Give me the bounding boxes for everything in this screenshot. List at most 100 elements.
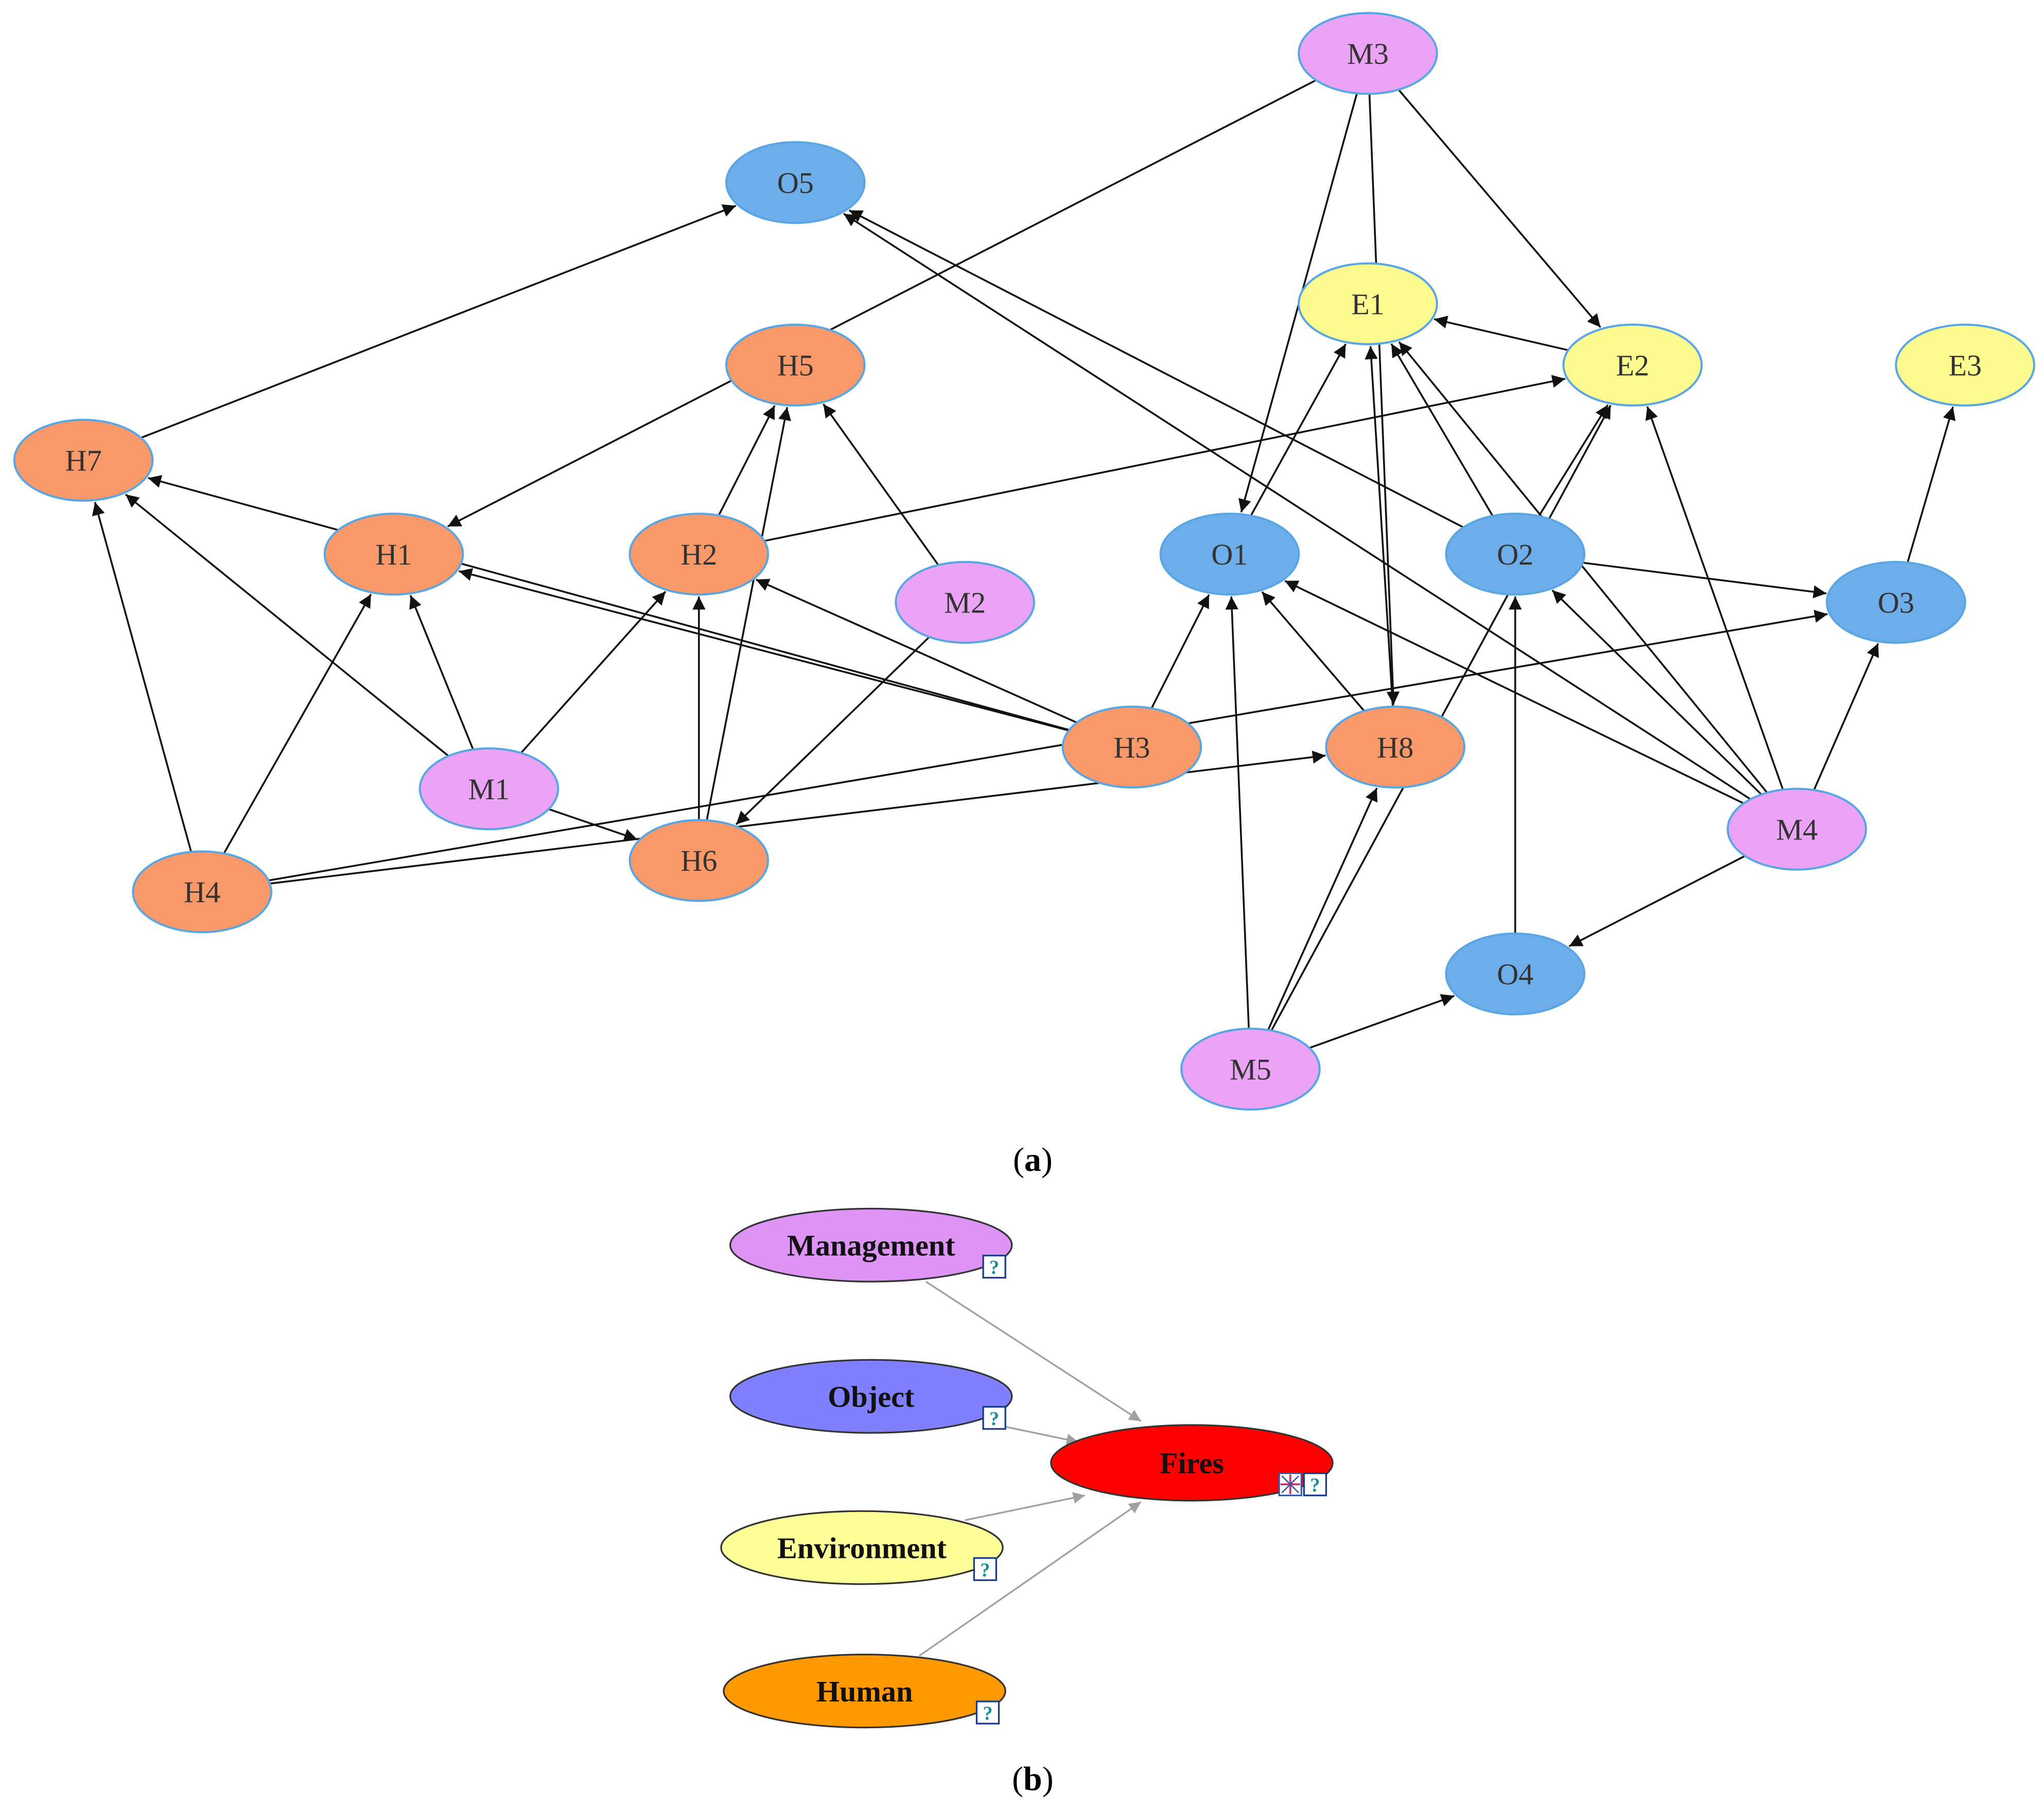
node-management-help-icon: ?: [982, 1254, 1006, 1279]
panel-b-nodes: Management?Object?Environment?Human?Fire…: [720, 1207, 1334, 1729]
node-O3-label: O3: [1878, 586, 1914, 620]
node-H8-shape: [1325, 706, 1465, 789]
edge-H2-H5: [718, 405, 776, 516]
edge-O2-E1: [1390, 343, 1494, 517]
node-M4-shape: [1726, 787, 1867, 871]
edge-M1-H6: [548, 808, 638, 841]
node-M2-shape: [895, 560, 1035, 644]
node-management: Management?: [729, 1207, 1013, 1283]
edge-M5-O4: [1309, 994, 1455, 1049]
node-fires-label: Fires: [1160, 1447, 1224, 1480]
node-E2-shape: [1562, 323, 1703, 407]
node-O4-label: O4: [1497, 958, 1533, 991]
edge-environment-fires: [965, 1492, 1086, 1521]
svg-text:?: ?: [989, 1408, 999, 1430]
node-M5-shape: [1180, 1027, 1321, 1111]
edge-H3-O1: [1150, 594, 1210, 709]
node-O2-shape: [1445, 513, 1585, 596]
svg-text:?: ?: [980, 1559, 990, 1581]
node-M2-label: M2: [944, 586, 986, 620]
node-M5: M5: [1180, 1027, 1321, 1111]
node-H5: H5: [725, 323, 866, 407]
edge-M4-O2: [1551, 589, 1762, 796]
node-object-help-icon: ?: [982, 1406, 1006, 1430]
node-O2: O2: [1445, 513, 1585, 596]
edge-M2-H5: [823, 403, 939, 566]
edge-M5-H8: [1267, 787, 1378, 1031]
node-E1: E1: [1298, 262, 1438, 345]
node-management-label: Management: [787, 1229, 955, 1262]
node-M3-shape: [1298, 12, 1438, 95]
node-human: Human?: [723, 1654, 1006, 1729]
node-H6-shape: [628, 819, 770, 902]
node-human-help-icon: ?: [975, 1700, 1000, 1725]
node-O3: O3: [1826, 560, 1966, 644]
edge-M3-E2: [1397, 89, 1601, 328]
edge-M4-O3: [1813, 643, 1879, 791]
node-O3-shape: [1826, 560, 1966, 644]
edge-M2-H6: [735, 636, 930, 826]
panel-b-caption: (b): [1012, 1760, 1054, 1798]
node-fires-shape: [1050, 1424, 1334, 1502]
edge-M3-H8: [1368, 94, 1400, 705]
edge-M4-O1: [1284, 580, 1744, 804]
node-H2-label: H2: [680, 538, 717, 571]
edge-O3-E3: [1907, 406, 1956, 563]
edge-H3-H1: [459, 568, 1069, 732]
node-H1-shape: [323, 513, 464, 596]
edge-O1-E1: [1250, 343, 1347, 516]
node-object-shape: [729, 1359, 1013, 1434]
edge-M1-H2: [520, 591, 667, 754]
node-M3-label: M3: [1347, 37, 1389, 71]
node-object: Object?: [729, 1359, 1013, 1434]
node-environment: Environment?: [720, 1510, 1004, 1585]
node-environment-shape: [720, 1510, 1004, 1585]
node-O1-shape: [1159, 513, 1300, 596]
node-O4: O4: [1445, 932, 1585, 1015]
node-H6: H6: [628, 819, 770, 902]
node-environment-help-icon: ?: [973, 1557, 998, 1582]
node-E3: E3: [1895, 323, 2035, 407]
node-H4: H4: [132, 850, 272, 934]
node-O5-label: O5: [777, 166, 814, 200]
node-M5-label: M5: [1230, 1053, 1271, 1086]
panel-a-caption: (a): [1013, 1141, 1053, 1179]
node-human-shape: [723, 1654, 1006, 1729]
node-M4-label: M4: [1776, 813, 1818, 846]
node-human-label: Human: [816, 1675, 913, 1708]
node-E1-shape: [1298, 262, 1438, 345]
node-fires-table-icon: [1278, 1472, 1302, 1497]
node-O1: O1: [1159, 513, 1300, 596]
edge-H7-O5: [141, 204, 737, 439]
edge-O2-E2: [1538, 404, 1609, 517]
edge-M3-H1: [447, 79, 1317, 528]
node-H7: H7: [13, 418, 154, 502]
edge-H8-O1: [1261, 591, 1365, 712]
node-fires-help-icon: ?: [1303, 1472, 1327, 1497]
node-M1-shape: [418, 747, 560, 831]
edge-M4-O4: [1568, 855, 1745, 947]
node-M1: M1: [418, 747, 560, 831]
node-fires: Fires?: [1050, 1424, 1334, 1502]
edge-M1-H1: [409, 595, 474, 750]
edge-M4-E2: [1645, 406, 1784, 790]
node-O5: O5: [725, 141, 866, 224]
edge-O2-O3: [1582, 561, 1827, 599]
node-H1: H1: [323, 513, 464, 596]
node-M1-label: M1: [468, 773, 510, 806]
edge-H8-E1: [1365, 346, 1394, 707]
node-H5-shape: [725, 323, 866, 407]
node-H4-label: H4: [184, 875, 220, 909]
node-H7-label: H7: [65, 444, 102, 478]
node-E3-shape: [1895, 323, 2035, 407]
node-H7-shape: [13, 418, 154, 502]
node-H8-label: H8: [1377, 731, 1413, 764]
edge-management-fires: [925, 1280, 1142, 1422]
node-H2: H2: [628, 513, 770, 596]
panel-a-edges: [92, 79, 1956, 1049]
node-management-shape: [729, 1207, 1013, 1283]
panel-b-diagram: Management?Object?Environment?Human?Fire…: [720, 1207, 1334, 1798]
